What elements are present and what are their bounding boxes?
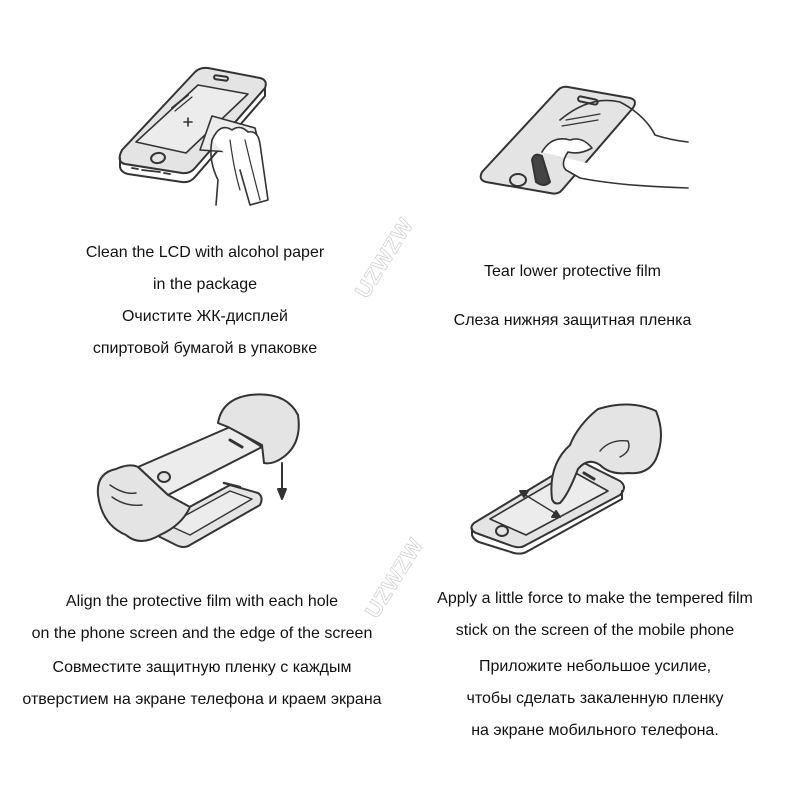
step2-caption: Tear lower protective film Слеза нижняя …	[400, 262, 745, 342]
step4-caption-ru-3: на экране мобильного телефона.	[471, 722, 719, 739]
step1-caption: Clean the LCD with alcohol paper in the …	[0, 243, 410, 363]
step1-caption-ru-2: спиртовой бумагой в упаковке	[92, 340, 318, 357]
step3-illustration	[90, 385, 310, 560]
step1-caption-en-2: in the package	[152, 276, 258, 293]
step1-caption-en-1: Clean the LCD with alcohol paper	[85, 244, 325, 261]
step4-illustration	[460, 395, 680, 555]
step2-caption-en-1: Tear lower protective film	[484, 263, 661, 280]
film-peel-icon	[479, 85, 689, 195]
step4-caption: Apply a little force to make the tempere…	[404, 589, 786, 749]
phone-cleaning-icon	[118, 66, 269, 206]
step4-caption-en-1: Apply a little force to make the tempere…	[437, 590, 753, 607]
step3-caption-ru-2: отверстием на экране телефона и краем эк…	[22, 691, 382, 708]
step3-caption-ru-1: Совместите защитную пленку с каждым	[52, 659, 352, 676]
step2-illustration	[470, 40, 690, 210]
step2-caption-ru-1: Слеза нижняя защитная пленка	[453, 312, 692, 329]
step1-illustration	[100, 40, 300, 220]
step3-caption-en-2: on the phone screen and the edge of the …	[31, 625, 373, 642]
step4-caption-ru-2: чтобы сделать закаленную пленку	[466, 690, 724, 707]
step1-caption-ru-1: Очистите ЖК-дисплей	[121, 308, 288, 325]
film-align-icon	[96, 393, 300, 548]
step4-caption-ru-1: Приложите небольшое усилие,	[478, 658, 712, 675]
finger-press-icon	[470, 403, 662, 555]
step4-caption-en-2: stick on the screen of the mobile phone	[455, 622, 735, 639]
step3-caption: Align the protective film with each hole…	[0, 592, 404, 722]
step3-caption-en-1: Align the protective film with each hole	[65, 593, 339, 610]
